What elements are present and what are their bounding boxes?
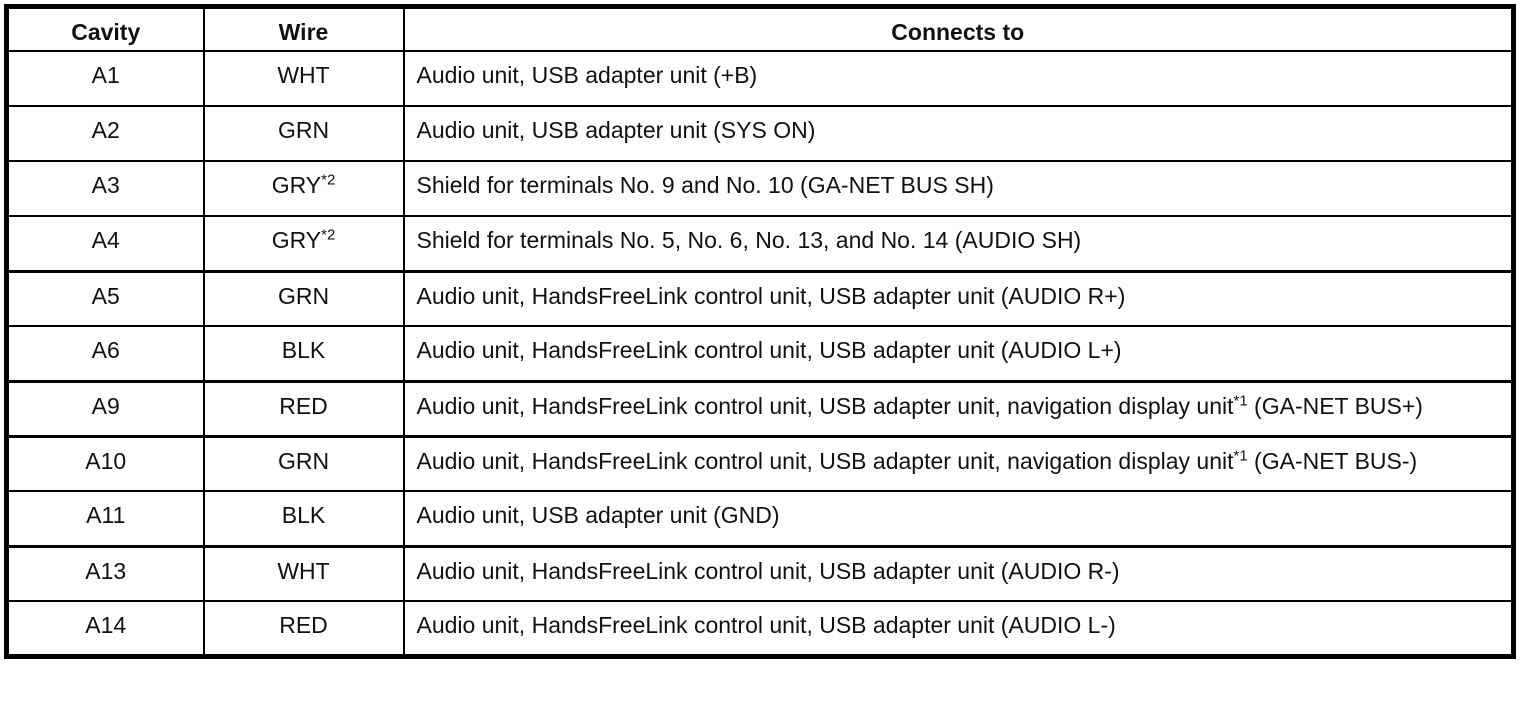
cavity-cell: A4: [5, 215, 205, 272]
connects-to-cell: Audio unit, USB adapter unit (+B): [402, 50, 1515, 107]
cavity-cell: A14: [5, 600, 205, 657]
wire-cell: BLK: [202, 490, 405, 547]
wire-cell: GRN: [202, 105, 405, 162]
connects-to-cell: Audio unit, HandsFreeLink control unit, …: [402, 434, 1515, 492]
cavity-cell: A1: [5, 50, 205, 107]
connects-to-cell: Audio unit, USB adapter unit (GND): [402, 490, 1515, 547]
header-cell-cavity: Cavity: [5, 5, 205, 52]
cavity-cell: A10: [5, 434, 205, 492]
wire-cell: BLK: [202, 325, 405, 382]
wire-cell: GRN: [202, 434, 405, 492]
wire-footnote-marker: *2: [321, 226, 336, 244]
connects-to-cell: Audio unit, USB adapter unit (SYS ON): [402, 105, 1515, 162]
table-header-row: Cavity Wire Connects to: [5, 5, 1515, 52]
connects-to-cell: Audio unit, HandsFreeLink control unit, …: [402, 379, 1515, 437]
cavity-cell: A2: [5, 105, 205, 162]
header-cell-wire: Wire: [202, 5, 405, 52]
cavity-cell: A5: [5, 269, 205, 327]
cavity-cell: A3: [5, 160, 205, 217]
connects-to-cell: Audio unit, HandsFreeLink control unit, …: [402, 269, 1515, 327]
footnote-marker: *1: [1233, 391, 1248, 409]
cavity-cell: A9: [5, 379, 205, 437]
wire-cell: WHT: [202, 544, 405, 602]
connects-to-cell: Shield for terminals No. 9 and No. 10 (G…: [402, 160, 1515, 217]
cavity-cell: A13: [5, 544, 205, 602]
connects-to-cell: Audio unit, HandsFreeLink control unit, …: [402, 544, 1515, 602]
wire-cell: RED: [202, 600, 405, 657]
connects-to-cell: Shield for terminals No. 5, No. 6, No. 1…: [402, 215, 1515, 272]
cavity-cell: A6: [5, 325, 205, 382]
footnote-marker: *1: [1233, 446, 1248, 464]
wire-cell: GRN: [202, 269, 405, 327]
connects-to-cell: Audio unit, HandsFreeLink control unit, …: [402, 325, 1515, 382]
wire-footnote-marker: *2: [321, 171, 336, 189]
header-cell-connects-to: Connects to: [402, 5, 1515, 52]
connects-to-cell: Audio unit, HandsFreeLink control unit, …: [402, 600, 1515, 657]
wire-cell: GRY*2: [202, 215, 405, 272]
wire-cell: RED: [202, 379, 405, 437]
wire-cell: WHT: [202, 50, 405, 107]
wire-cell: GRY*2: [202, 160, 405, 217]
cavity-cell: A11: [5, 490, 205, 547]
